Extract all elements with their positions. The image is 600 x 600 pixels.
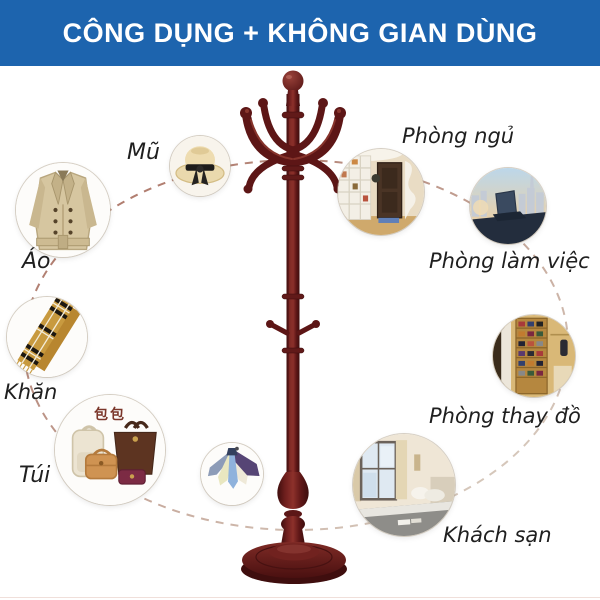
rack-top-hook-knobs (240, 98, 346, 194)
hotel-photo-bubble (353, 434, 455, 536)
rack-top-hooks (242, 103, 344, 191)
bedroom-photo-bubble (338, 149, 424, 235)
label-scarf: Khăn (4, 380, 58, 404)
label-hat: Mũ (127, 140, 160, 165)
rack-ball-finial (282, 70, 304, 92)
bedroom-icon (338, 149, 424, 235)
label-office: Phòng làm việc (429, 249, 590, 273)
label-bedroom: Phòng ngủ (402, 124, 515, 148)
bag-overlay-text: 包包 (94, 407, 126, 423)
rack-mid-hooks (266, 320, 320, 336)
ties-photo-bubble (201, 443, 263, 505)
header-banner: CÔNG DỤNG + KHÔNG GIAN DÙNG (0, 0, 600, 66)
page-title: CÔNG DỤNG + KHÔNG GIAN DÙNG (62, 17, 538, 48)
hotel-room-icon (353, 434, 455, 536)
plaid-scarf-icon (7, 297, 87, 377)
label-hotel: Khách sạn (443, 523, 552, 547)
coat-rack-figure (240, 70, 347, 584)
label-coat: Áo (22, 249, 51, 274)
neckties-icon (201, 443, 263, 505)
straw-hat-icon (170, 136, 230, 196)
label-bag: Túi (19, 463, 51, 488)
office-photo-bubble (470, 168, 546, 244)
rack-collar-rings (281, 111, 305, 354)
scarf-photo-bubble (7, 297, 87, 377)
trench-coat-icon (16, 163, 110, 257)
bag-photo-bubble: 包包 (55, 395, 165, 505)
rack-pole-highlight (289, 96, 292, 470)
label-dressing-room: Phòng thay đồ (429, 404, 581, 428)
office-icon (470, 168, 546, 244)
rack-base (241, 472, 347, 584)
handbags-icon (55, 395, 165, 505)
dressing-room-icon (493, 315, 575, 397)
rack-ball-highlight (286, 75, 292, 79)
hat-photo-bubble (170, 136, 230, 196)
bottom-edge-line (0, 597, 600, 598)
coat-photo-bubble (16, 163, 110, 257)
dressing-room-photo-bubble (493, 315, 575, 397)
rack-neck (286, 90, 300, 106)
